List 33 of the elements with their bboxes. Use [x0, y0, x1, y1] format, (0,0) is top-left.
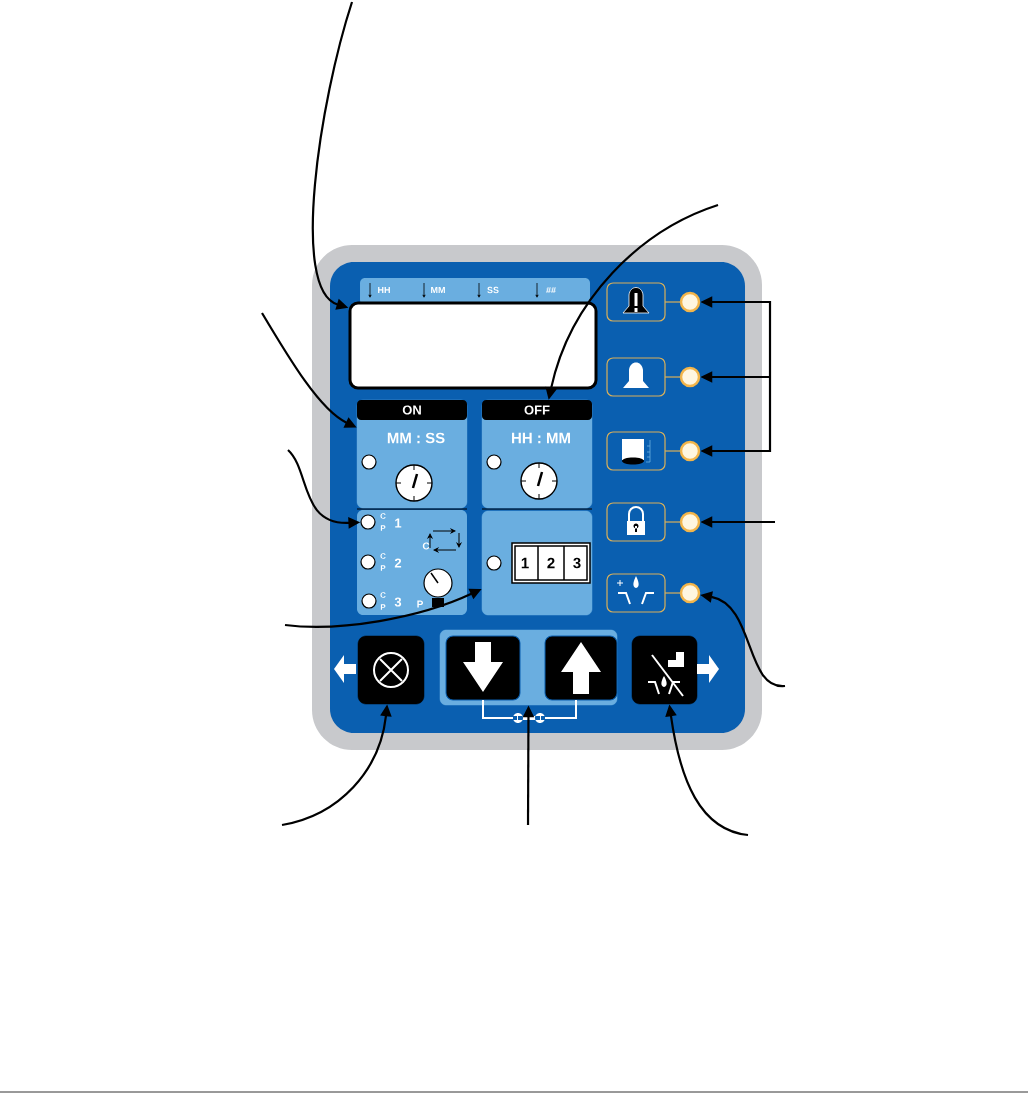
indicator-light: [360, 514, 376, 530]
display-screen: [348, 301, 598, 390]
indicator-light: [361, 454, 377, 470]
panel-label: P: [380, 525, 386, 531]
indicator-light: [679, 291, 701, 313]
panel-label: P: [380, 565, 386, 571]
indicator-light: [679, 366, 701, 388]
panel-label: HH: [378, 286, 390, 294]
panel-label: C: [380, 513, 386, 519]
leader-line: [311, 1, 354, 310]
indicator-light: [679, 582, 701, 604]
panel-label: 3: [394, 597, 402, 607]
panel-label: SS: [487, 286, 499, 294]
indicator-light: [361, 593, 377, 609]
panel-label: P: [380, 604, 386, 610]
panel-label: 2: [547, 557, 555, 569]
indicator-light: [486, 555, 502, 571]
panel-label: 2: [394, 558, 402, 568]
panel-label: C: [422, 542, 430, 550]
panel-label: ##: [546, 286, 556, 294]
indicator-light: [679, 511, 701, 533]
panel-label: P: [417, 600, 423, 608]
indicator-light: [679, 440, 701, 462]
panel-label: 3: [573, 557, 581, 569]
indicator-light: [486, 454, 502, 470]
panel-label: 1: [521, 557, 529, 569]
panel-label: MM: [431, 286, 445, 294]
indicator-light: [360, 554, 376, 570]
panel-label: C: [380, 553, 386, 559]
reset-button: [357, 635, 425, 705]
panel-label: 1: [395, 518, 402, 528]
prime-button: [631, 635, 698, 705]
panel-label: C: [380, 592, 386, 598]
